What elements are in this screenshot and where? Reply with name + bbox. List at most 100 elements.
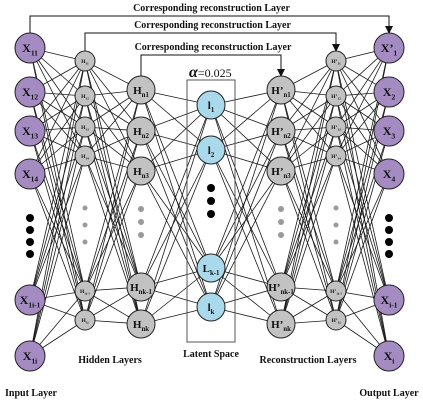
node-label-base: X — [22, 167, 31, 181]
node-label-sub: 4 — [391, 175, 395, 184]
ellipsis-dot — [26, 226, 34, 234]
ellipsis-dot — [333, 239, 339, 245]
connection-line — [280, 60, 337, 132]
node-label: H’n2 — [271, 126, 291, 140]
connection-line — [140, 130, 212, 269]
node-label: H12 — [81, 94, 89, 101]
node-label-base: l — [208, 100, 211, 112]
reconstruction-label: Corresponding reconstruction Layer — [133, 3, 290, 14]
node-label-sub: 14 — [337, 156, 341, 160]
node-label-sub: 2 — [391, 93, 395, 102]
node-latent: Lk-1 — [196, 253, 226, 283]
node-label-sub: n3 — [142, 173, 150, 180]
node-label-sub: 1j-1 — [84, 291, 90, 295]
ellipsis-dot — [138, 206, 144, 212]
connection-line — [280, 155, 337, 288]
ellipsis-dot — [278, 206, 284, 212]
node-label-sub: nk-1 — [139, 289, 153, 296]
node-label-sub: 14 — [85, 156, 89, 160]
node-label-sub: 2 — [211, 152, 215, 159]
node-label-base: l — [208, 302, 211, 314]
node-label-base: X — [383, 167, 392, 181]
node-recon-1: H’11 — [325, 50, 347, 72]
connection-line — [84, 155, 142, 288]
reconstruction-label: Corresponding reconstruction Layer — [135, 42, 292, 53]
node-label-sub: nk — [283, 326, 291, 333]
node-label: Hnk-1 — [130, 282, 152, 296]
reconstruction-arrow — [140, 54, 285, 77]
node-label-sub: 12 — [31, 93, 39, 102]
node-recon-1: H’12 — [325, 85, 347, 107]
node-label: H14 — [81, 154, 89, 161]
node-label-base: X — [384, 349, 393, 363]
node-label-sub: 1 — [211, 107, 215, 114]
node-label-sub: 12 — [337, 96, 341, 100]
connection-line — [140, 267, 212, 325]
node-label-base: X — [22, 124, 31, 138]
node-recon-1: H’13 — [325, 116, 347, 138]
connection-line — [335, 155, 390, 357]
node-label-sub: 13 — [337, 127, 341, 131]
node-label-base: H’ — [331, 154, 337, 160]
node-label-sub: 12 — [85, 96, 89, 100]
ellipsis-dot — [82, 222, 88, 228]
node-label-sub: k-1 — [210, 270, 220, 277]
connection-line — [140, 89, 212, 151]
connection-line — [29, 47, 86, 128]
node-label-base: H — [81, 59, 86, 65]
node-label-base: X — [23, 349, 32, 363]
node-hidden-n: Hn2 — [126, 116, 156, 146]
node-label-sub: 1j — [86, 320, 89, 324]
node-latent: l2 — [196, 135, 226, 165]
network-nodes: X11X12X13X14X1i-1X1iH11H12H13H14H1j-1H1j… — [14, 32, 405, 372]
node-label-sub: 1i-1 — [28, 301, 40, 310]
connection-line — [335, 173, 390, 292]
node-label-sub: 13 — [85, 127, 89, 131]
node-output: X’1 — [373, 32, 405, 64]
node-label-sub: i-1 — [389, 301, 398, 310]
node-label-base: H — [133, 126, 142, 138]
connection-line — [335, 95, 390, 175]
node-label: H’n1 — [271, 85, 291, 99]
caption-hidden-n: Hidden Layers — [78, 355, 142, 366]
connection-line — [84, 170, 142, 292]
node-label-base: X — [383, 124, 392, 138]
node-hidden-1: H13 — [74, 116, 96, 138]
node-label: l1 — [208, 100, 215, 114]
connection-line — [335, 60, 390, 175]
node-label: X11 — [22, 41, 38, 57]
node-hidden-n: Hn3 — [126, 156, 156, 186]
node-label-base: H’ — [271, 126, 283, 138]
connection-line — [335, 47, 390, 157]
node-label: X13 — [22, 124, 38, 140]
node-label-sub: 13 — [31, 132, 39, 141]
latent-space-box — [186, 79, 236, 343]
ellipsis-dot — [26, 250, 34, 258]
ellipsis-dot — [385, 238, 393, 246]
node-label-base: H — [81, 154, 86, 160]
node-label: H’nk — [271, 319, 291, 333]
connection-line — [29, 130, 86, 292]
node-label-base: H — [133, 85, 142, 97]
ellipsis-dot — [385, 250, 393, 258]
connection-line — [335, 130, 390, 292]
node-input: X11 — [14, 32, 46, 64]
ellipsis-dot — [82, 239, 88, 245]
ellipsis-dot — [333, 222, 339, 228]
node-label: H’13 — [331, 125, 341, 132]
connection-line — [280, 95, 337, 172]
node-hidden-n: Hnk-1 — [126, 272, 156, 302]
node-label: H11 — [81, 59, 89, 66]
node-label-sub: n1 — [284, 92, 292, 99]
node-hidden-n: Hn1 — [126, 75, 156, 105]
connection-line — [84, 60, 142, 172]
connection-line — [210, 89, 282, 151]
node-label-sub: 11 — [31, 49, 38, 58]
node-label-sub: 1i — [31, 357, 37, 366]
latent-space-frame — [186, 79, 236, 343]
connection-line — [29, 173, 86, 292]
node-label: H’1j-1 — [330, 289, 342, 296]
reconstruction-arrow — [84, 32, 340, 52]
reconstruction-arrows: Corresponding reconstruction LayerCorres… — [29, 3, 393, 77]
